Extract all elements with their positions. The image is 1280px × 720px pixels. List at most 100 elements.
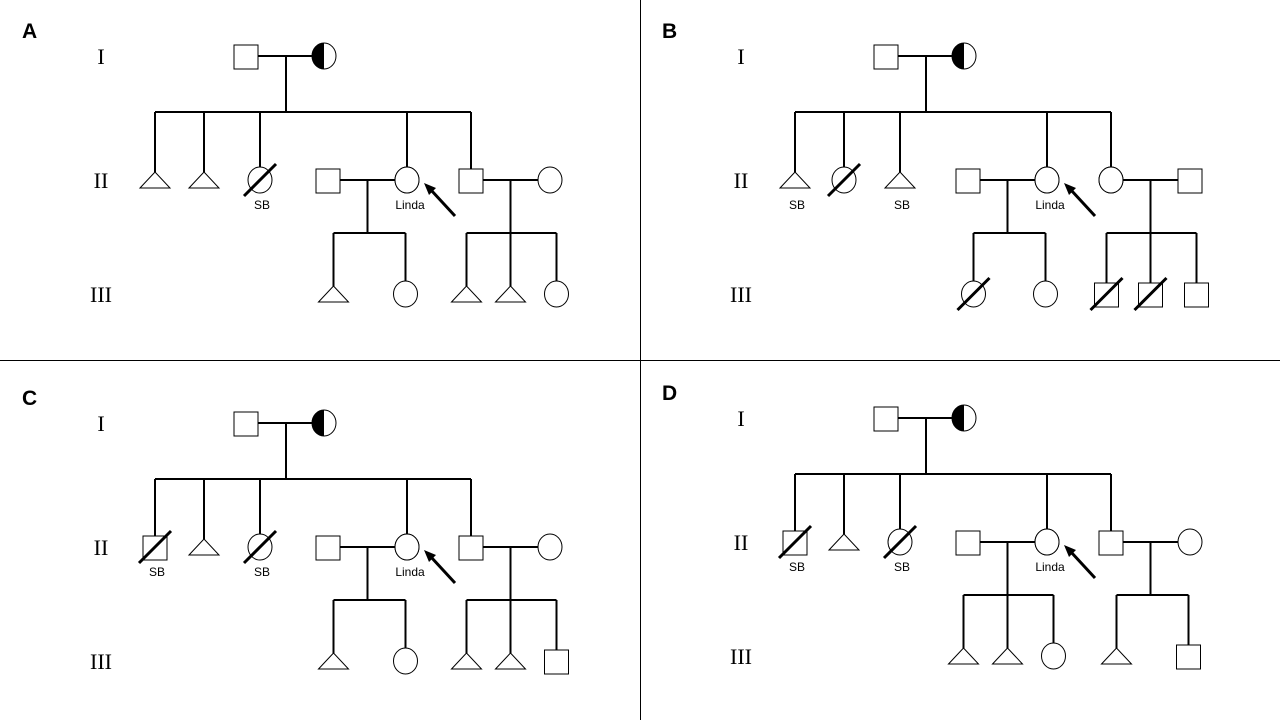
proband-arrow-icon bbox=[424, 550, 457, 585]
gen3-family2-child-2 bbox=[1176, 644, 1201, 670]
proband-linda-overlay bbox=[394, 166, 420, 194]
male-square-icon bbox=[233, 44, 259, 70]
gen3-family1-child-1 bbox=[317, 285, 350, 303]
generation-label-ii: II bbox=[94, 168, 109, 193]
carrier-half-fill bbox=[952, 43, 964, 69]
grandfather bbox=[233, 44, 259, 70]
unknown-sex-triangle-icon bbox=[187, 171, 221, 189]
gen3-family1-child-1 bbox=[947, 647, 980, 665]
male-square-icon bbox=[544, 649, 569, 675]
female-circle-icon bbox=[393, 647, 418, 675]
grandmother-carrier bbox=[311, 409, 337, 437]
unknown-sex-triangle-icon bbox=[187, 538, 221, 556]
spouse-of-gen2-5 bbox=[1177, 168, 1203, 194]
grandmother-carrier bbox=[951, 42, 977, 70]
gen3-family1-child-2 bbox=[393, 647, 418, 675]
gen2-individual-5-overlay bbox=[458, 168, 484, 194]
gen2-individual-3 bbox=[242, 162, 278, 198]
deceased-slash bbox=[956, 276, 991, 312]
unknown-sex-triangle-icon bbox=[494, 285, 527, 303]
grandfather bbox=[233, 411, 259, 437]
female-circle-icon bbox=[394, 166, 420, 194]
male-square-icon bbox=[873, 406, 899, 432]
gen2-individual-5-overlay bbox=[1098, 166, 1124, 194]
panel-label: D bbox=[662, 382, 677, 405]
grandmother-carrier bbox=[951, 404, 977, 432]
generation-label-i: I bbox=[737, 406, 744, 431]
deceased-slash bbox=[242, 529, 278, 565]
spouse-of-gen2-4 bbox=[955, 168, 981, 194]
deceased-slash bbox=[777, 524, 813, 560]
female-circle-icon bbox=[537, 533, 563, 561]
gen2-individual-1 bbox=[777, 524, 813, 560]
deceased-slash bbox=[137, 529, 173, 565]
proband-linda-overlay bbox=[1034, 528, 1060, 556]
generation-label-iii: III bbox=[730, 282, 752, 307]
proband-name-label: Linda bbox=[395, 198, 425, 212]
gen2-individual-1 bbox=[137, 529, 173, 565]
gen3-family2-child-1 bbox=[450, 285, 483, 303]
female-circle-icon bbox=[1098, 166, 1124, 194]
stillbirth-label: SB bbox=[894, 198, 910, 212]
grandfather bbox=[873, 44, 899, 70]
proband-arrow-icon bbox=[1064, 545, 1097, 580]
proband-linda-overlay bbox=[1034, 166, 1060, 194]
female-circle-icon bbox=[1034, 528, 1060, 556]
unknown-sex-triangle-icon bbox=[317, 652, 350, 670]
male-square-icon bbox=[458, 168, 484, 194]
grandmother-carrier bbox=[311, 42, 337, 70]
gen2-individual-2 bbox=[826, 162, 862, 198]
proband-linda-overlay bbox=[394, 533, 420, 561]
gen2-individual-1 bbox=[778, 171, 812, 189]
gen3-family2-child-1 bbox=[1100, 647, 1133, 665]
generation-label-i: I bbox=[97, 44, 104, 69]
generation-label-iii: III bbox=[90, 649, 112, 674]
spouse-of-gen2-4 bbox=[315, 535, 341, 561]
gen2-individual-2 bbox=[187, 538, 221, 556]
generation-label-iii: III bbox=[90, 282, 112, 307]
female-circle-icon bbox=[394, 533, 420, 561]
proband-name-label: Linda bbox=[1035, 560, 1065, 574]
female-circle-icon bbox=[544, 280, 569, 308]
proband-name-label: Linda bbox=[1035, 198, 1065, 212]
gen2-individual-3 bbox=[882, 524, 918, 560]
unknown-sex-triangle-icon bbox=[1100, 647, 1133, 665]
male-square-icon bbox=[1184, 282, 1209, 308]
male-square-icon bbox=[955, 530, 981, 556]
generation-label-i: I bbox=[737, 44, 744, 69]
generation-label-ii: II bbox=[734, 168, 749, 193]
male-square-icon bbox=[315, 535, 341, 561]
carrier-half-fill bbox=[952, 405, 964, 431]
deceased-slash bbox=[1089, 276, 1124, 312]
male-square-icon bbox=[233, 411, 259, 437]
gen3-family2-child-3 bbox=[544, 649, 569, 675]
gen3-family2-child-1 bbox=[1089, 276, 1124, 312]
gen2-individual-3 bbox=[242, 529, 278, 565]
male-square-icon bbox=[1176, 644, 1201, 670]
gen3-family1-child-3 bbox=[1041, 642, 1066, 670]
gen3-family2-child-3 bbox=[544, 280, 569, 308]
male-square-icon bbox=[955, 168, 981, 194]
male-square-icon bbox=[458, 535, 484, 561]
gen3-family1-child-2 bbox=[991, 647, 1024, 665]
stillbirth-label: SB bbox=[254, 565, 270, 579]
gen2-individual-3 bbox=[883, 171, 917, 189]
gen3-family1-child-2 bbox=[1033, 280, 1058, 308]
unknown-sex-triangle-icon bbox=[138, 171, 172, 189]
male-square-icon bbox=[1098, 530, 1124, 556]
panel-label: A bbox=[22, 20, 37, 43]
gen3-family2-child-2 bbox=[494, 285, 527, 303]
spouse-of-gen2-4 bbox=[315, 168, 341, 194]
unknown-sex-triangle-icon bbox=[991, 647, 1024, 665]
grandfather bbox=[873, 406, 899, 432]
panel-label: B bbox=[662, 20, 677, 43]
gen3-family1-child-1 bbox=[317, 652, 350, 670]
female-circle-icon bbox=[1041, 642, 1066, 670]
carrier-half-fill bbox=[312, 43, 324, 69]
female-circle-icon bbox=[1033, 280, 1058, 308]
